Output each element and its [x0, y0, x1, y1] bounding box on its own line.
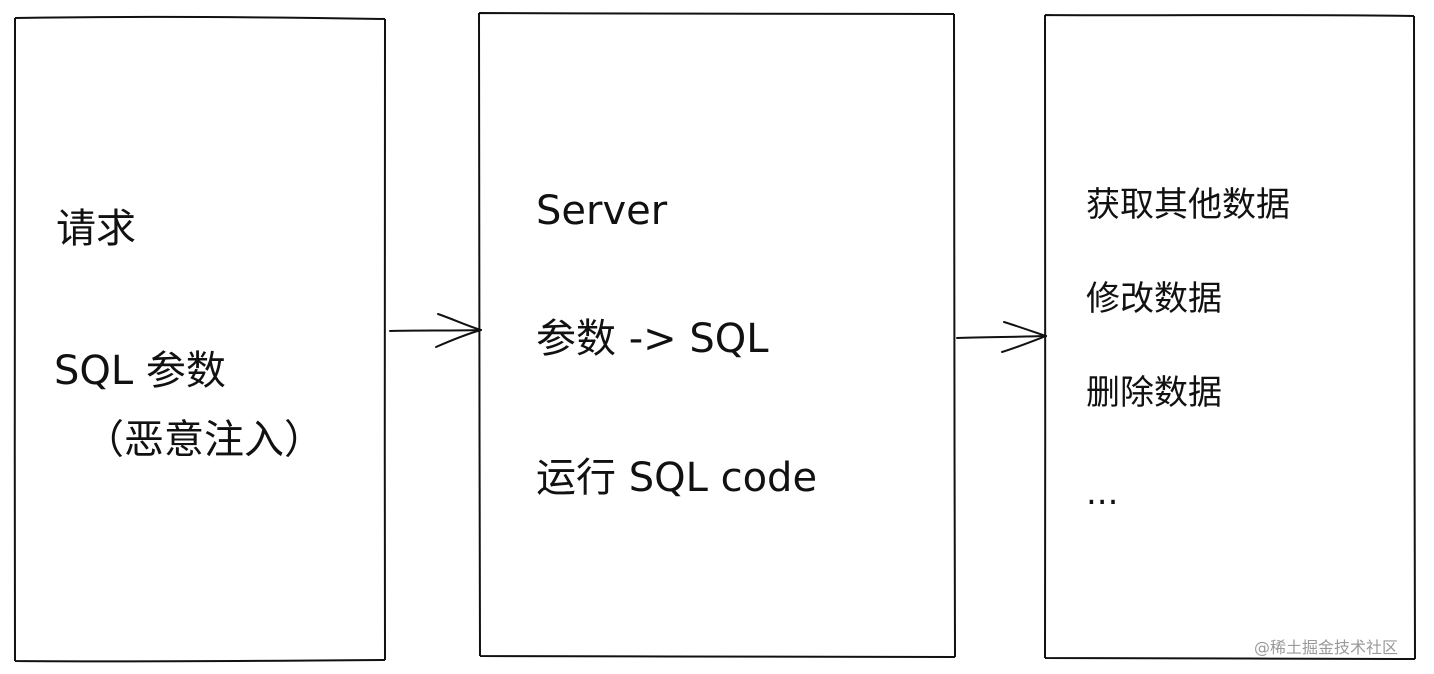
- result-item: 获取其他数据: [1086, 185, 1290, 225]
- result-item: 删除数据: [1086, 373, 1222, 413]
- server-box-outline: [478, 12, 956, 658]
- server-title: Server: [536, 188, 668, 234]
- param-to-sql-label: 参数 -> SQL: [536, 316, 769, 362]
- run-sql-code-label: 运行 SQL code: [536, 455, 818, 501]
- result-box-outline: [1043, 14, 1416, 660]
- arrow-server-to-result: [956, 321, 1047, 353]
- arrow-request-to-server: [389, 313, 482, 348]
- result-box: 获取其他数据 修改数据 删除数据 ...: [1043, 14, 1416, 660]
- sql-param-label: SQL 参数: [54, 348, 226, 394]
- request-box: 请求 SQL 参数 （恶意注入）: [13, 15, 387, 663]
- request-box-outline: [13, 15, 387, 663]
- malicious-injection-label: （恶意注入）: [84, 417, 324, 463]
- request-title: 请求: [56, 206, 136, 252]
- server-box: Server 参数 -> SQL 运行 SQL code: [478, 12, 956, 658]
- result-item: 修改数据: [1086, 279, 1222, 319]
- result-item: ...: [1086, 473, 1119, 513]
- watermark-text: @稀土掘金技术社区: [1254, 638, 1399, 657]
